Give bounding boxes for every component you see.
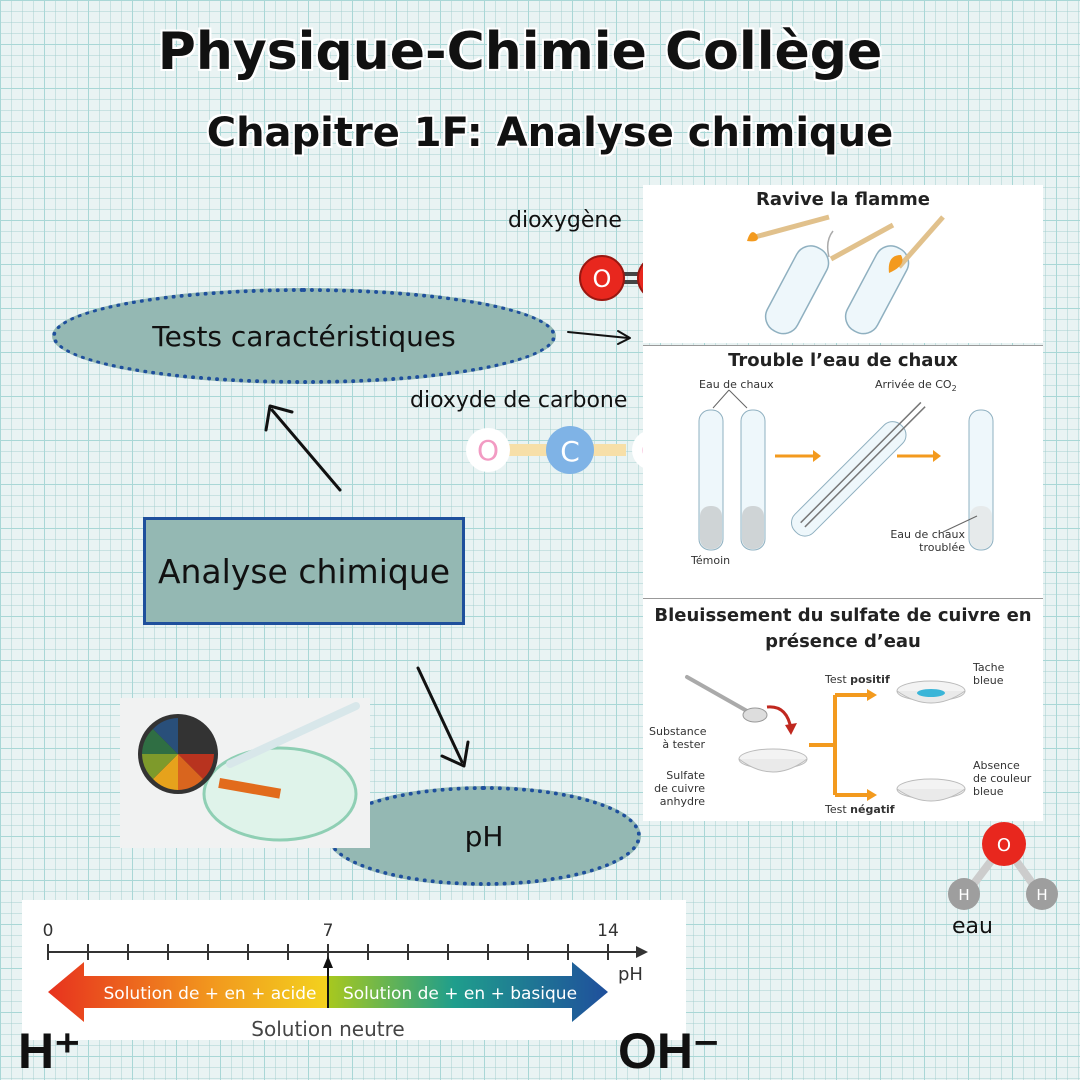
water-label: eau [952,914,993,939]
ph-tick-0: 0 [43,921,54,941]
page-subtitle: Chapitre 1F: Analyse chimique [206,110,894,156]
arrow-to-tests [270,408,342,492]
ph-paper-photo [120,698,370,848]
panel-flame-title: Ravive la flamme [756,189,930,210]
lime-illustration [698,389,994,551]
co2-label: dioxyde de carbone [410,388,628,413]
ph-node: pH [327,786,641,886]
flame-icon [747,232,758,242]
panel-lime: Trouble l’eau de chaux Eau de chaux Arri… [643,345,1043,598]
lime-label-arrivee: Arrivée de CO2 [875,378,957,394]
page-title: Physique-Chimie Collège [157,22,883,82]
ph-unit: pH [618,964,643,985]
arrow-to-panels-head [617,330,631,345]
flame-illustration [747,214,945,335]
arrow-to-ph [416,666,464,764]
ph-tick-7: 7 [323,921,334,941]
blue-stain [917,689,945,697]
co2-atom-o1: O [477,434,499,467]
lime-label-temoin: Témoin [691,554,731,567]
copper-test-negatif: Test négatif [825,803,895,816]
analyse-node: Analyse chimique [143,517,465,625]
oh-ion-label: OH⁻ [618,1023,720,1079]
tests-node: Tests caractéristiques [52,288,556,384]
water-atom-o: O [997,835,1011,856]
water-atom-h1: H [958,886,969,904]
dioxygen-atom-1: O [593,265,612,293]
acid-arrow [48,962,328,1022]
ph-tick-14: 14 [597,921,619,941]
ph-basic-label: Solution de + en + basique [343,984,577,1004]
ph-scale-graphic: 0 7 14 pH Solution de + en + acide Solut… [43,921,648,1041]
arrow-to-tests-head [264,404,294,432]
co2-molecule: O C O [466,426,672,474]
ph-acid-label: Solution de + en + acide [104,984,317,1004]
copper-test-positif: Test positif [825,673,890,686]
water-atom-h2: H [1036,886,1047,904]
dioxygen-label: dioxygène [508,208,622,233]
co2-atom-c: C [560,435,580,468]
panel-lime-title: Trouble l’eau de chaux [728,350,958,371]
arrow-to-panels [567,331,629,339]
ph-scale: 0 7 14 pH Solution de + en + acide Solut… [22,900,686,1041]
water-molecule: O H H [948,822,1058,910]
basic-arrow [328,962,608,1022]
copper-illustration [685,675,966,802]
lime-label-eau: Eau de chaux [699,378,774,391]
flame-icon [888,255,903,273]
panel-flame: Ravive la flamme [643,185,1043,343]
h-ion-label: H⁺ [18,1023,81,1079]
ph-neutral-label: Solution neutre [251,1017,404,1040]
arrow-to-ph-head [440,740,470,768]
